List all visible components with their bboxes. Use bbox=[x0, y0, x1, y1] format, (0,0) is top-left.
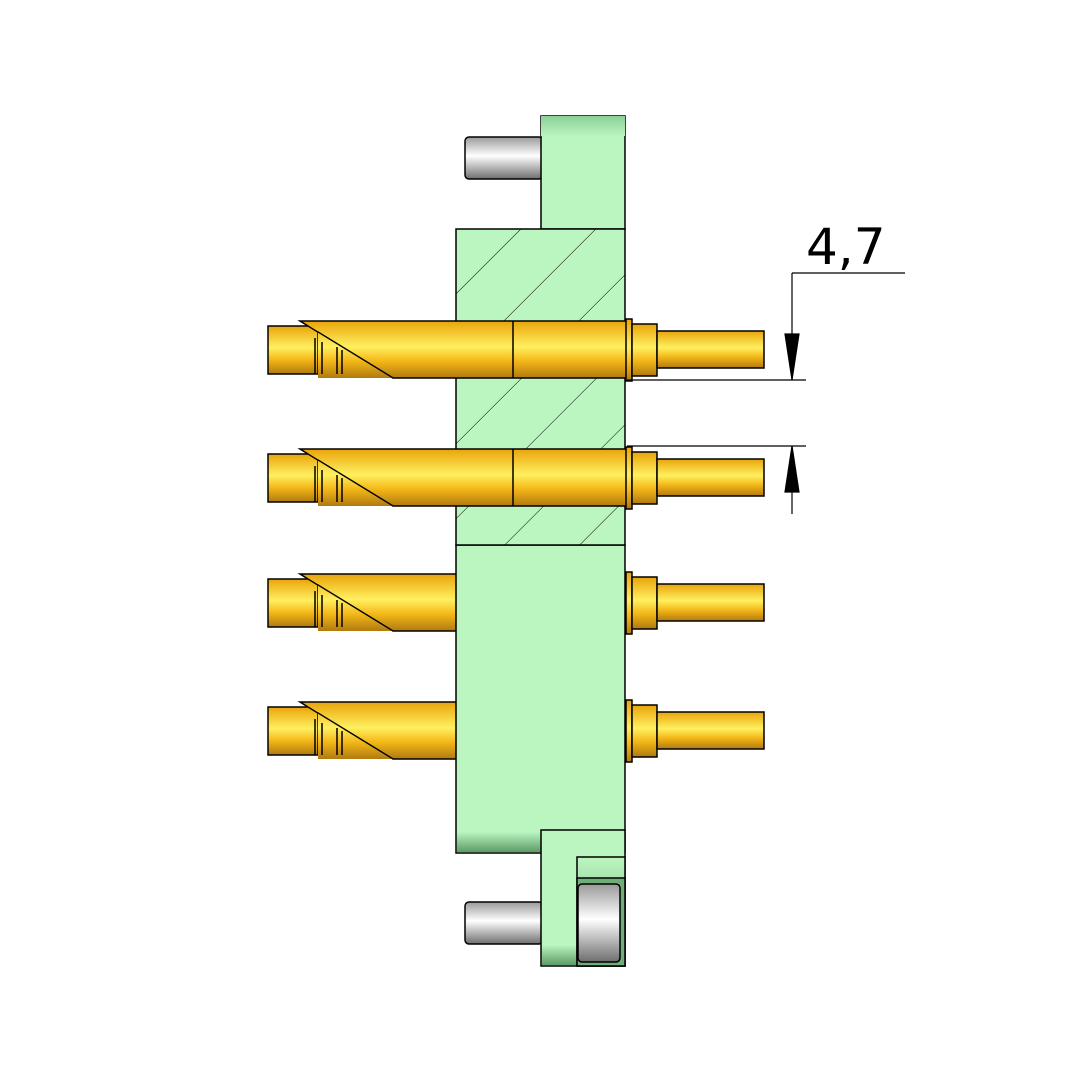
arrow-down-icon bbox=[784, 333, 800, 381]
pitch-dimension bbox=[627, 272, 905, 514]
arrow-up-icon bbox=[784, 445, 800, 493]
insulator-body bbox=[455, 115, 626, 967]
contact-pin-2 bbox=[267, 446, 765, 510]
guide-pin-top bbox=[464, 136, 544, 180]
contact-pin-1 bbox=[267, 318, 765, 382]
dimension-label: 4,7 bbox=[806, 218, 886, 276]
screw-head bbox=[577, 883, 621, 963]
guide-pin-bottom bbox=[464, 901, 544, 945]
